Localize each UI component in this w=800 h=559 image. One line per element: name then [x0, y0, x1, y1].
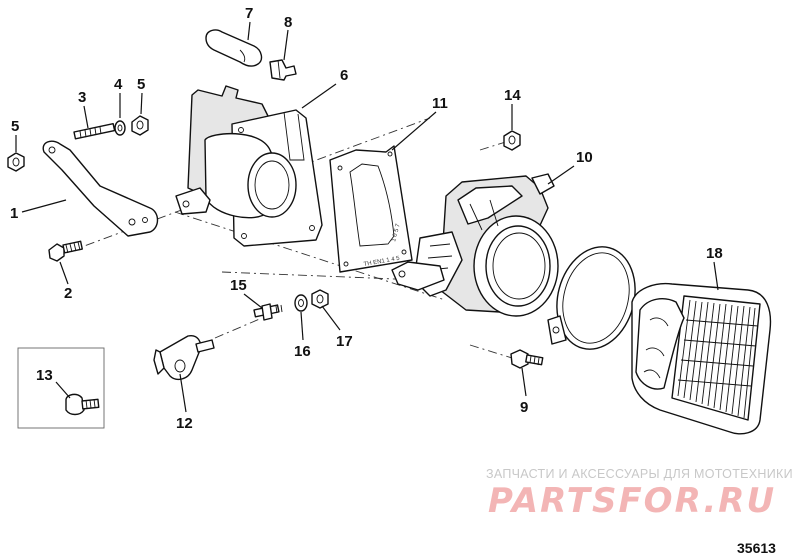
- watermark-logo: PARTSFOR.RU: [488, 481, 776, 521]
- part-18-air-filter: [631, 282, 772, 435]
- callout-13: 13: [36, 367, 53, 384]
- part-16-washer: [294, 294, 308, 312]
- callout-labels: 1 2 3 4 5 5 6 7 8 9 10 11 12 13 14 15 16…: [10, 5, 723, 432]
- callout-3: 3: [78, 89, 86, 106]
- watermark-tagline: ЗАПЧАСТИ И АКСЕССУАРЫ ДЛЯ МОТОТЕХНИКИ: [486, 467, 793, 481]
- part-1-bracket: [42, 140, 159, 237]
- callout-6: 6: [340, 67, 348, 84]
- part-19-hose-clamp: [547, 246, 636, 350]
- part-14-nut: [503, 130, 521, 151]
- callout-2: 2: [64, 285, 72, 302]
- part-12-cable-bracket: [153, 335, 215, 381]
- leader-lines: [15, 21, 719, 413]
- callout-18: 18: [706, 245, 723, 262]
- gasket-stamp-line-2: 1 0 5 7: [391, 223, 402, 243]
- callout-12: 12: [176, 415, 193, 432]
- callout-9: 9: [520, 399, 528, 416]
- callout-10: 10: [576, 149, 593, 166]
- figure-number: 35613: [737, 540, 776, 556]
- callout-15: 15: [230, 277, 247, 294]
- part-6-throttle-body-adaptor: [175, 85, 323, 247]
- callout-8: 8: [284, 14, 292, 31]
- part-15-stud: [253, 303, 283, 321]
- part-11-gasket: TH EN1 1 4 5 1 0 5 7: [329, 145, 413, 273]
- part-10-throttle-body: [391, 173, 559, 317]
- callout-5-right: 5: [137, 76, 145, 93]
- part-4-washer: [114, 120, 126, 136]
- part-17-nut: [311, 289, 329, 309]
- part-13-screw-inset: [17, 347, 105, 429]
- part-9-screw: [510, 349, 544, 369]
- part-7-hose: [205, 29, 263, 67]
- part-5-nut-right: [131, 115, 149, 136]
- callout-17: 17: [336, 333, 353, 350]
- watermark: ЗАПЧАСТИ И АКСЕССУАРЫ ДЛЯ МОТОТЕХНИКИ PA…: [486, 467, 793, 521]
- callout-14: 14: [504, 87, 521, 104]
- part-5-nut-left: [7, 152, 25, 172]
- callout-5-left: 5: [11, 118, 19, 135]
- callout-11: 11: [432, 95, 448, 112]
- callout-1: 1: [10, 205, 18, 222]
- callout-7: 7: [245, 5, 253, 22]
- part-3-stud: [73, 122, 116, 140]
- part-2-bolt: [48, 240, 83, 262]
- callout-16: 16: [294, 343, 311, 360]
- callout-4: 4: [114, 76, 123, 93]
- part-8-fitting: [269, 59, 297, 81]
- filter-pleats: [677, 299, 759, 419]
